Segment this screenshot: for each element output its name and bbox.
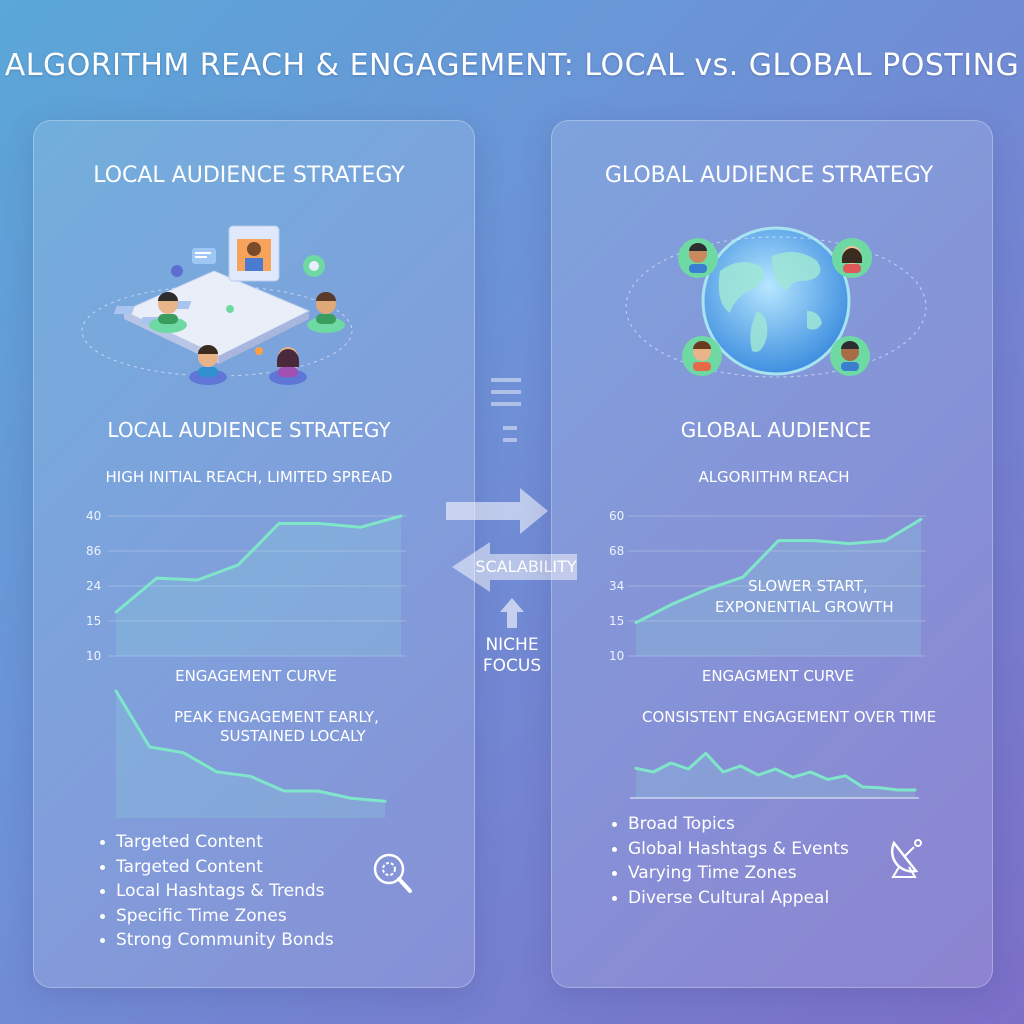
global-engagement-area — [636, 753, 915, 798]
local-tick-label: 40 — [86, 509, 102, 523]
local-heading: LOCAL AUDIENCE STRATEGY — [93, 163, 405, 188]
local-avatar-1 — [149, 292, 187, 333]
niche-label-line1: NICHE — [485, 635, 539, 655]
local-tick-label: 24 — [86, 579, 102, 593]
local-tick-label: 86 — [86, 544, 102, 558]
menu-lines-icon — [491, 378, 521, 442]
list-item: Global Hashtags & Events — [612, 837, 849, 862]
global-reach-note-line1: SLOWER START, — [748, 577, 868, 595]
local-reach-chart — [108, 514, 406, 657]
niche-label-line2: FOCUS — [482, 656, 542, 676]
local-reach-area — [116, 516, 401, 656]
local-engagement-title: ENGAGEMENT CURVE — [175, 667, 337, 685]
list-item: Specific Time Zones — [100, 904, 334, 929]
local-engagement-chart — [114, 689, 387, 818]
global-avatar-1 — [678, 238, 718, 278]
list-item: Targeted Content — [100, 855, 334, 880]
global-tick-label: 10 — [609, 649, 625, 663]
global-engagement-chart — [630, 751, 919, 799]
global-avatar-3 — [682, 336, 722, 376]
list-item: Strong Community Bonds — [100, 928, 334, 953]
list-item: Targeted Content — [100, 830, 334, 855]
global-tick-label: 60 — [609, 509, 625, 523]
local-bullet-list: Targeted Content Targeted Content Local … — [100, 830, 334, 953]
arrow-left-icon — [452, 542, 577, 592]
global-tick-label: 68 — [609, 544, 625, 558]
global-reach-note-line2: EXPONENTIAL GROWTH — [715, 598, 894, 616]
global-reach-caption: ALGORIITHM REACH — [698, 468, 850, 486]
search-gear-icon — [373, 853, 412, 893]
global-heading: GLOBAL AUDIENCE STRATEGY — [604, 163, 934, 188]
local-engagement-note-line2: SUSTAINED LOCALY — [220, 727, 366, 745]
local-illustration — [81, 225, 353, 385]
local-reach-caption: HIGH INITIAL REACH, LIMITED SPREAD — [105, 468, 393, 486]
local-avatar-3 — [189, 345, 227, 385]
list-item: Varying Time Zones — [612, 861, 849, 886]
globe-illustration — [625, 226, 927, 378]
scalability-label: SCALABILITY — [475, 557, 577, 576]
list-item: Local Hashtags & Trends — [100, 879, 334, 904]
page-title: ALGORITHM REACH & ENGAGEMENT: LOCAL vs. … — [4, 48, 1020, 83]
local-engagement-note-line1: PEAK ENGAGEMENT EARLY, — [174, 708, 379, 726]
local-avatar-2 — [307, 292, 345, 333]
local-tick-label: 15 — [86, 614, 102, 628]
local-strategy-panel: LOCAL AUDIENCE STRATEGY — [33, 120, 475, 988]
satellite-dish-icon — [890, 839, 922, 878]
global-avatar-4 — [830, 336, 870, 376]
global-engagement-note: CONSISTENT ENGAGEMENT OVER TIME — [642, 708, 937, 726]
local-avatar-4 — [269, 347, 307, 385]
list-item: Diverse Cultural Appeal — [612, 886, 849, 911]
list-item: Broad Topics — [612, 812, 849, 837]
local-subheading: LOCAL AUDIENCE STRATEGY — [107, 418, 391, 442]
global-strategy-panel: GLOBAL AUDIENCE STRATEGY — [551, 120, 993, 988]
global-engagement-title: ENGAGMENT CURVE — [701, 667, 855, 685]
global-tick-label: 34 — [609, 579, 625, 593]
arrow-up-icon — [500, 598, 524, 628]
global-avatar-2 — [832, 238, 872, 278]
local-tick-label: 10 — [86, 649, 102, 663]
global-reach-chart — [628, 515, 926, 657]
global-bullet-list: Broad Topics Global Hashtags & Events Va… — [612, 812, 849, 910]
global-reach-area — [636, 519, 921, 656]
local-reach-line — [114, 514, 403, 614]
local-engagement-area — [116, 691, 385, 818]
global-subheading: GLOBAL AUDIENCE — [680, 418, 872, 442]
global-tick-label: 15 — [609, 614, 625, 628]
arrow-right-icon — [446, 488, 548, 534]
